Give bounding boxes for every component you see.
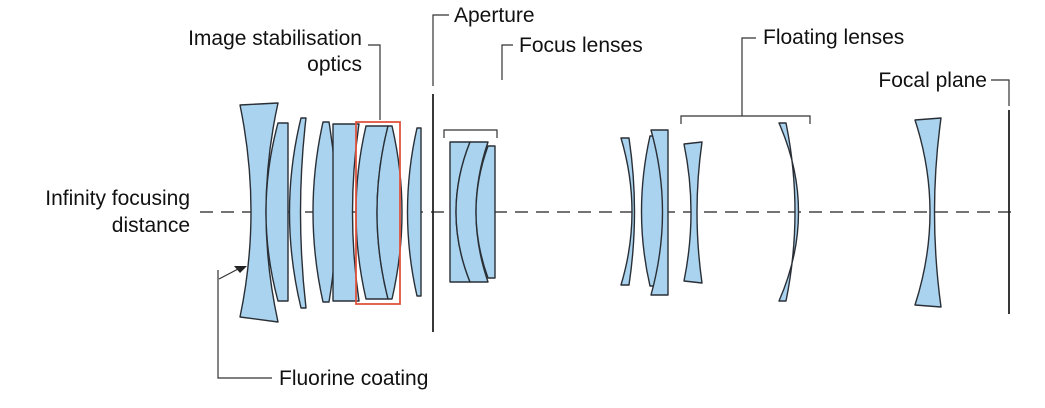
focal-plane-label: Focal plane (878, 69, 987, 92)
floating-lenses-label: Floating lenses (763, 26, 904, 49)
focus-lenses-bracket (443, 129, 498, 138)
fluorine-coating-label: Fluorine coating (279, 367, 428, 390)
lens-element-2 (265, 122, 289, 302)
fluorine-coating-arrowhead (234, 266, 247, 273)
fluorine-coating-arrow-line (218, 267, 241, 280)
image-stabilisation-highlight (355, 121, 401, 305)
floating-lens-1 (683, 141, 703, 284)
focus-lens-3 (475, 145, 496, 279)
floating-lens-2 (778, 122, 800, 302)
lens-element-1 (239, 102, 279, 323)
lens-element-8 (406, 127, 422, 297)
infinity-focusing-label: Infinity focusing (45, 187, 190, 210)
lens-element-12 (620, 137, 636, 286)
floating-lenses-bracket (680, 115, 811, 124)
image-stabilisation-label-line2: optics (307, 53, 362, 76)
fluorine-coating-leader (217, 270, 272, 379)
lens-element-3 (288, 117, 307, 309)
lens-element-14 (650, 129, 669, 296)
image-stabilisation-label: Image stabilisation (188, 27, 362, 50)
aperture-label: Aperture (454, 4, 535, 27)
infinity-focusing-label-line2: distance (112, 214, 190, 237)
focus-lenses-label: Focus lenses (519, 34, 643, 57)
rear-lens (914, 117, 942, 308)
focus-lenses-leader (501, 44, 513, 80)
lens-element-5 (332, 123, 360, 302)
image-stabilisation-leader (368, 44, 381, 120)
focal-plane-leader (991, 79, 1010, 106)
floating-lenses-leader (741, 37, 756, 116)
aperture-leader (432, 14, 449, 86)
